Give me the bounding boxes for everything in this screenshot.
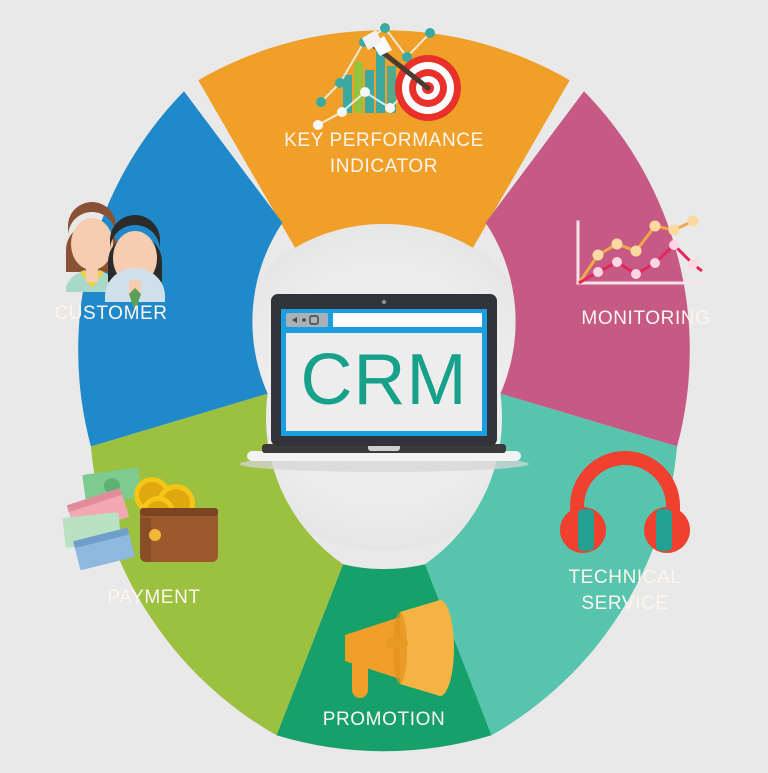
browser-content <box>286 333 482 431</box>
line-chart-icon <box>576 215 706 285</box>
segment-technical-service-label-line-1: TECHNICAL <box>568 567 681 588</box>
segment-monitoring-label: MONITORING <box>581 308 710 329</box>
center-laptop: CRM <box>239 294 529 472</box>
target-dartboard-with-arrow-and-bar-chart-icon <box>313 23 461 130</box>
segment-customer-label: CUSTOMER <box>54 303 167 324</box>
segment-payment[interactable]: PAYMENT <box>62 393 344 736</box>
wallet-with-money-and-coins-icon <box>62 467 218 570</box>
segment-key-performance-indicator[interactable]: KEY PERFORMANCE INDICATOR <box>198 23 570 248</box>
two-people-icon <box>66 202 165 312</box>
headphones-icon <box>560 451 690 553</box>
segment-technical-service-shape[interactable] <box>425 393 678 736</box>
laptop-base <box>247 451 521 461</box>
segment-promotion[interactable]: PROMOTION <box>276 564 492 752</box>
segment-technical-service-label-line-2: SERVICE <box>581 593 668 614</box>
segment-kpi-label-line-1: KEY PERFORMANCE <box>284 130 484 151</box>
segment-technical-service[interactable]: TECHNICAL SERVICE <box>425 393 690 736</box>
segment-kpi-label-line-2: INDICATOR <box>330 156 438 177</box>
refresh-icon <box>309 315 319 325</box>
segment-promotion-label: PROMOTION <box>323 709 446 730</box>
segment-kpi-shape[interactable] <box>198 30 570 248</box>
laptop-webcam-icon <box>381 299 387 305</box>
browser-toolbar-icons[interactable] <box>292 315 319 325</box>
segment-monitoring[interactable]: MONITORING <box>485 91 711 447</box>
browser-address-bar[interactable] <box>333 313 482 327</box>
back-arrow-icon <box>292 317 297 323</box>
dot-icon <box>302 318 306 322</box>
segment-customer-shape[interactable] <box>78 91 283 447</box>
megaphone-icon <box>345 600 454 698</box>
segment-customer[interactable]: CUSTOMER <box>54 91 283 447</box>
banknotes-icon <box>62 467 142 570</box>
segment-payment-label: PAYMENT <box>107 587 200 608</box>
crm-screen-text: CRM <box>301 340 468 420</box>
